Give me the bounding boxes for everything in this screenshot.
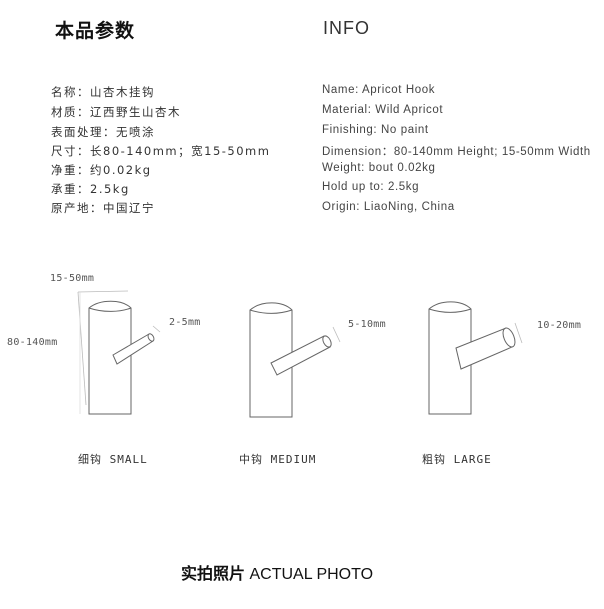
medium-peg-dimension-label: 5-10mm: [348, 319, 386, 330]
caption-large: 粗钩 LARGE: [422, 453, 492, 466]
spec-weight-en: Weight: bout 0.02kg: [322, 162, 436, 174]
spec-dimension-en: Dimension：80-140mm Height; 15-50mm Width: [322, 146, 591, 158]
large-hook-drawing: [428, 301, 516, 415]
caption-small: 细钩 SMALL: [78, 453, 148, 466]
spec-material-cn: 材质：辽西野生山杏木: [51, 105, 181, 119]
large-dim-lines: [514, 322, 523, 344]
spec-name-en: Name: Apricot Hook: [322, 84, 436, 96]
caption-medium: 中钩 MEDIUM: [239, 453, 317, 466]
spec-material-en: Material: Wild Apricot: [322, 104, 444, 116]
spec-weight-cn: 净重：约0.02kg: [51, 163, 152, 177]
spec-finish-en: Finishing: No paint: [322, 124, 429, 136]
actual-photo-cn: 实拍照片: [181, 564, 246, 583]
actual-photo-en: ACTUAL PHOTO: [245, 566, 374, 583]
spec-finish-cn: 表面处理：无喷涂: [51, 125, 155, 139]
actual-photo-heading: 实拍照片 ACTUAL PHOTO: [181, 560, 373, 584]
spec-origin-en: Origin: LiaoNing, China: [322, 201, 455, 213]
spec-origin-cn: 原产地：中国辽宁: [51, 201, 155, 215]
small-dim-lines: [77, 290, 161, 414]
medium-dim-lines: [332, 326, 341, 343]
medium-hook-drawing: [249, 302, 332, 418]
spec-name-cn: 名称：山杏木挂钩: [51, 85, 155, 99]
spec-size-cn: 尺寸：长80-140mm；宽15-50mm: [51, 144, 271, 158]
width-dimension-label: 15-50mm: [50, 273, 94, 284]
spec-load-en: Hold up to: 2.5kg: [322, 181, 420, 193]
title-cn: 本品参数: [55, 20, 136, 42]
height-dimension-label: 80-140mm: [7, 337, 58, 348]
spec-load-cn: 承重：2.5kg: [51, 182, 130, 196]
title-en: INFO: [323, 18, 370, 38]
large-peg-dimension-label: 10-20mm: [537, 320, 581, 331]
small-hook-drawing: [88, 300, 155, 415]
small-peg-dimension-label: 2-5mm: [169, 317, 201, 328]
